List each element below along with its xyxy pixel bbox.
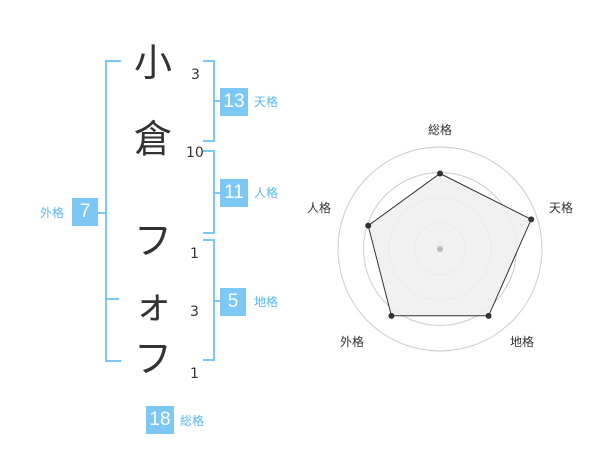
radar-point-2 [528,216,535,223]
chikaku-connector [213,300,220,302]
stroke-count-5: 1 [190,366,199,382]
stroke-count-3: 1 [190,246,199,262]
jinkaku-value: 11 [220,179,248,207]
radar-axis-label-gaikaku: 外格 [340,335,365,349]
gaikaku-value: 7 [72,198,98,226]
radar-center-dot [437,246,443,252]
radar-area [367,172,532,317]
stroke-count-2: 10 [186,145,204,161]
radar-axis-label-jinkaku: 人格 [307,201,332,215]
soukaku-value: 18 [146,406,174,434]
stroke-count-1: 3 [191,67,200,83]
radar-chart [337,146,543,352]
gaikaku-bracket-divider [105,298,119,300]
jinkaku-label: 人格 [254,186,279,200]
stroke-count-4: 3 [190,304,199,320]
gaikaku-label: 外格 [40,206,65,220]
radar-point-1 [437,170,443,177]
radar-axis-label-soukaku: 総格 [428,123,453,137]
tenkaku-label: 天格 [254,95,279,109]
radar-ring-4 [337,146,543,352]
gaikaku-connector [97,212,105,214]
gaikaku-bracket [105,60,121,362]
radar-point-5 [365,222,372,229]
tenkaku-value: 13 [220,88,248,116]
radar-axis-label-tenkaku: 天格 [549,201,574,215]
radar-point-3 [485,312,492,319]
soukaku-label: 総格 [180,414,205,428]
name-char-2: 倉 [133,117,172,161]
radar-point-4 [388,312,395,319]
tenkaku-connector [213,100,220,102]
radar-axis-label-chikaku: 地格 [510,335,535,349]
name-char-4: ォ [133,283,172,327]
name-char-5: フ [133,337,172,381]
chikaku-label: 地格 [254,295,279,309]
jinkaku-connector [213,192,220,194]
name-char-3: フ [133,219,172,263]
radar-points [365,170,535,319]
name-char-1: 小 [133,41,172,85]
chikaku-value: 5 [220,288,246,316]
